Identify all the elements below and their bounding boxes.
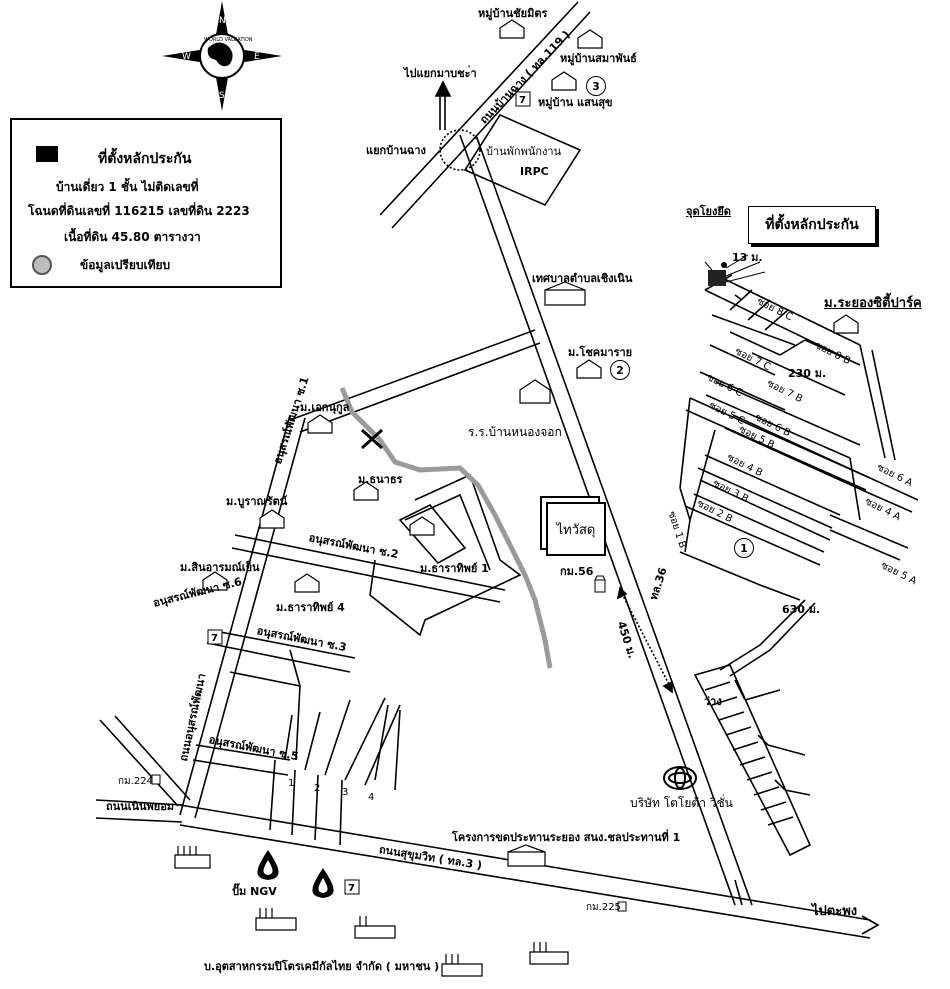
label-waterworks: โครงการขดประทานระยอง สนง.ชลประทานที่ 1 <box>452 831 681 844</box>
comparison-legend-swatch <box>32 255 52 275</box>
label-soi-3: 3 <box>342 787 349 798</box>
legend-line3: โฉนดที่ดินเลขที่ 116215 เลขที่ดิน 2223 <box>28 204 250 218</box>
seven-eleven-icon <box>207 91 531 895</box>
legend-line1: ที่ตั้งหลักประกัน <box>98 151 192 167</box>
comparison-marker-1: 1 <box>734 538 754 558</box>
map-legend: ที่ตั้งหลักประกัน บ้านเดี่ยว 1 ชั้น ไม่ต… <box>10 118 282 288</box>
label-soi-4: 4 <box>368 792 375 803</box>
compass-label: WORLD VALUATION <box>204 37 253 43</box>
label-mo-buranarat: ม.บูราณรัตน์ <box>226 495 288 508</box>
label-dist-230: 230 ม. <box>788 367 827 380</box>
label-rayong-city-park: ม.ระยองซิตี้ปาร์ค <box>824 296 922 311</box>
collateral-marker <box>708 270 726 286</box>
svg-text:7: 7 <box>211 633 218 644</box>
highway-36 <box>459 134 753 906</box>
label-reference-point: จุดโยงยึด <box>686 205 731 218</box>
label-km225: กม.225 <box>586 902 621 913</box>
label-to-map-ta-phut: ไปแยกมาบชะ่า <box>404 67 477 80</box>
label-ngv: ปั๊ม NGV <box>232 885 277 898</box>
label-mo-tharathip4: ม.ธาราทิพย์ 4 <box>276 601 345 614</box>
factory-icon <box>174 846 569 977</box>
legend-line4: เนื้อที่ดิน 45.80 ตารางวา <box>64 230 201 244</box>
svg-text:7: 7 <box>348 883 355 894</box>
compass-w: W <box>182 52 191 62</box>
label-mo-tharathip1: ม.ธาราทิพย์ 1 <box>420 562 489 575</box>
label-mu-ban-saen-suk: หมู่บ้าน แสนสุข <box>538 96 613 109</box>
thai-watsadu-store: ไทวัสดุ <box>546 502 606 556</box>
compass-rose: N S E W WORLD VALUATION <box>162 1 282 111</box>
legend-line2: บ้านเดี่ยว 1 ชั้น ไม่ติดเลขที่ <box>56 180 199 194</box>
label-yaek-ban-chang: แยกบ้านฉาง <box>366 144 426 157</box>
label-soi-2: 2 <box>314 783 321 794</box>
label-km224: กม.224 <box>118 776 153 787</box>
label-mo-ekkul: ม.เอกนุกูล <box>300 401 350 414</box>
label-tessaban: เทศบาลตำบลเชิงเนิน <box>532 272 633 285</box>
label-mo-sinsomyen: ม.สินอารมณ์เย็น <box>180 561 260 574</box>
label-toyota: บริษัท โตโยต้า วิชั่น <box>630 796 733 810</box>
label-mu-ban-sam-phan: หมู่บ้านสมาพันธ์ <box>560 52 637 65</box>
label-km56: กม.56 <box>560 565 594 578</box>
label-soi-1: 1 <box>288 778 295 789</box>
compass-s: S <box>219 91 225 101</box>
toyota-logo <box>663 766 697 790</box>
label-irpc-house: บ้านพักพนักงาน <box>486 145 562 158</box>
label-irpc: IRPC <box>520 165 549 178</box>
highway-119 <box>379 1 591 229</box>
label-dist-13: 13 ม. <box>732 251 763 264</box>
label-petrochem: บ.อุตสาหกรรมปิโตรเคมีกัลไทย จำกัด ( มหาช… <box>204 960 440 973</box>
label-vacant: ว่าง <box>704 695 722 708</box>
collateral-callout: ที่ตั้งหลักประกัน <box>748 206 876 244</box>
comparison-marker-2: 2 <box>610 360 630 380</box>
label-dist-630: 630 ม. <box>782 603 821 616</box>
comparison-marker-3: 3 <box>586 76 606 96</box>
label-mu-ban-chai-mit: หมู่บ้านชัยมิตร <box>478 7 548 20</box>
label-school: ร.ร.บ้านหนองจอก <box>468 425 562 439</box>
label-chotmarai: ม.โชคมาราย <box>568 346 633 359</box>
label-mo-thanatra: ม.ธนาธร <box>358 473 403 486</box>
compass-n: N <box>219 16 226 26</box>
compass-e: E <box>254 52 260 62</box>
label-road-noen-phayom: ถนนเนินพยอม <box>106 800 175 813</box>
house-icon <box>202 19 859 593</box>
creek <box>339 387 553 669</box>
svg-text:7: 7 <box>519 95 526 106</box>
collateral-legend-swatch <box>36 146 58 162</box>
legend-line5: ข้อมูลเปรียบเทียบ <box>80 258 171 272</box>
label-to-taphong: ไปตะพง <box>812 904 858 919</box>
building-icon <box>507 281 586 867</box>
